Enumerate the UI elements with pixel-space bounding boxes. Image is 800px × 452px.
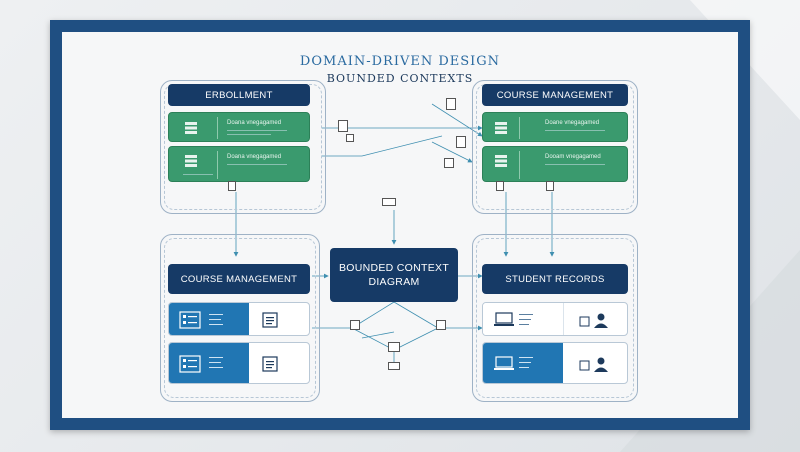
group-border <box>164 238 316 398</box>
course-management-bottom-card-1[interactable] <box>168 302 310 336</box>
document-icon <box>388 362 400 370</box>
enrollment-card-1[interactable]: Doana vnegagamed <box>168 112 310 142</box>
card-line <box>519 367 529 368</box>
document-icon <box>382 198 396 206</box>
course-management-card-2[interactable]: Dooam vnegagamed <box>482 146 628 182</box>
form-icon <box>179 355 201 373</box>
card-line <box>209 319 221 320</box>
student-records-header[interactable]: STUDENT RECORDS <box>482 264 628 294</box>
course-management-top-header[interactable]: COURSE MANAGEMENT <box>482 84 628 106</box>
card-line <box>227 130 287 131</box>
laptop-icon <box>494 312 514 326</box>
card-divider <box>217 151 218 179</box>
user-records-icon <box>579 357 608 372</box>
document-icon <box>546 181 554 191</box>
card-label: Doana vnegagamed <box>227 154 282 160</box>
center-title-line2: DIAGRAM <box>368 276 420 288</box>
bounded-context-diagram-box[interactable]: BOUNDED CONTEXT DIAGRAM <box>330 248 458 302</box>
clipboard-icon <box>262 312 278 328</box>
card-line <box>227 164 287 165</box>
card-line <box>209 314 223 315</box>
enrollment-card-2[interactable]: Doana vnegagamed <box>168 146 310 182</box>
center-title-line1: BOUNDED CONTEXT <box>338 262 450 274</box>
card-label: Dooam vnegagamed <box>545 154 601 160</box>
card-line <box>519 357 533 358</box>
document-icon <box>228 181 236 191</box>
card-line <box>519 314 533 315</box>
card-line <box>227 134 271 135</box>
database-icon <box>185 122 197 134</box>
document-icon <box>436 320 446 330</box>
document-icon <box>444 158 454 168</box>
document-icon <box>388 342 400 352</box>
card-line <box>209 367 223 368</box>
card-accent <box>169 343 249 383</box>
card-label: Doane vnegagamed <box>545 120 600 126</box>
course-management-bottom-header[interactable]: COURSE MANAGEMENT <box>168 264 310 294</box>
document-icon <box>346 134 354 142</box>
group-border <box>476 238 634 398</box>
course-management-bottom-card-2[interactable] <box>168 342 310 384</box>
card-line <box>209 362 221 363</box>
document-icon <box>456 136 466 148</box>
card-divider <box>519 117 520 139</box>
laptop-icon <box>494 356 514 370</box>
card-line <box>519 319 531 320</box>
document-icon <box>496 181 504 191</box>
card-label: Doana vnegagamed <box>227 120 282 126</box>
document-icon <box>350 320 360 330</box>
form-icon <box>179 311 201 329</box>
card-line <box>209 324 223 325</box>
database-icon <box>185 155 197 167</box>
card-line <box>183 174 213 175</box>
document-icon <box>338 120 348 132</box>
diagram-title: DOMAIN-DRIVEN DESIGN <box>299 54 501 69</box>
document-icon <box>446 98 456 110</box>
card-line <box>545 130 605 131</box>
student-records-card-1[interactable] <box>482 302 628 336</box>
diagram-frame: DOMAIN-DRIVEN DESIGN BOUNDED CONTEXTS <box>50 20 750 430</box>
course-management-context-bottom <box>160 234 320 402</box>
diagram-canvas: DOMAIN-DRIVEN DESIGN BOUNDED CONTEXTS <box>62 32 738 418</box>
user-records-icon <box>579 313 608 328</box>
card-divider <box>217 117 218 139</box>
card-line <box>209 357 223 358</box>
card-line <box>519 362 531 363</box>
clipboard-icon <box>262 356 278 372</box>
database-icon <box>495 122 507 134</box>
diagram-subtitle: BOUNDED CONTEXTS <box>326 72 474 85</box>
course-management-card-1[interactable]: Doane vnegagamed <box>482 112 628 142</box>
card-line <box>545 164 605 165</box>
database-icon <box>495 155 507 167</box>
student-records-card-2[interactable] <box>482 342 628 384</box>
card-line <box>519 324 529 325</box>
card-divider <box>519 151 520 179</box>
student-records-context <box>472 234 638 402</box>
enrollment-header[interactable]: ERBOLLMENT <box>168 84 310 106</box>
